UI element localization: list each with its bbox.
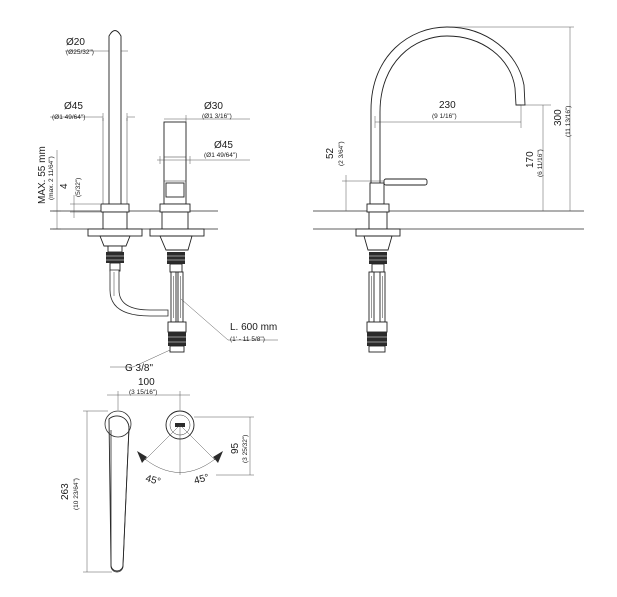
plan-length-label: 263 (60, 483, 71, 500)
lever-height-inch-label: (2 3/64") (338, 141, 345, 166)
handle-base-diameter-label: Ø45 (214, 140, 233, 151)
hose-length-leader (180, 298, 229, 341)
reach-label: 230 (439, 100, 456, 111)
total-height-label: 300 (553, 109, 564, 126)
right-angle-label: 45° (193, 472, 210, 487)
outlet-height-inch-label: (6 11/16") (537, 149, 544, 177)
plan-view: 100 (3 15/16") 263 (10 23/64") 95 (3 25/… (60, 377, 254, 573)
thread-leader (132, 349, 171, 368)
connecting-hose (109, 269, 169, 317)
hose-length-inch-label: (1' - 11 5/8") (230, 336, 265, 343)
outlet-height-label: 170 (525, 151, 536, 168)
rosette-height-inch-label: (5/32") (75, 178, 82, 197)
centers-inch-label: (3 15/16") (129, 389, 157, 396)
handle-base-diameter-inch-label: (Ø1 49/64") (204, 152, 237, 159)
rosette-height-label: 4 (59, 183, 70, 189)
reach-inch-label: (9 1/16") (432, 113, 457, 120)
plan-length-inch-label: (10 23/64") (73, 478, 80, 510)
lever-projection-label: 95 (230, 442, 241, 454)
lever-height-label: 52 (325, 147, 336, 159)
thread-label: G 3/8" (125, 363, 153, 374)
handle-diameter-label: Ø30 (204, 101, 223, 112)
spout-base-diameter-inch-label: (Ø1 49/64") (52, 114, 85, 121)
spout-base-diameter-label: Ø45 (64, 101, 83, 112)
centers-label: 100 (138, 377, 155, 388)
side-view: 230 (9 1/16") 300 (11 13/16") 170 (6 11/… (313, 26, 584, 353)
gooseneck-spout (370, 26, 526, 206)
spout-diameter-label: Ø20 (66, 37, 85, 48)
total-height-inch-label: (11 13/16") (565, 106, 572, 137)
deck-thickness-inch-label: (max. 2 11/64") (48, 156, 55, 200)
mixer-body (149, 121, 205, 353)
spout-column (87, 30, 143, 272)
hose-length-label: L. 600 mm (230, 322, 277, 333)
lever-projection-inch-label: (3 25/32") (242, 435, 249, 463)
lever-handle (383, 178, 428, 186)
handle-diameter-inch-label: (Ø1 3/16") (202, 113, 232, 120)
spout-diameter-inch-label: (Ø25/32") (66, 49, 94, 56)
left-angle-label: 45° (144, 473, 161, 488)
deck-thickness-label: MAX. 55 mm (37, 146, 48, 204)
front-view: Ø20 (Ø25/32") Ø45 (Ø1 49/64") Ø30 (Ø1 3/… (37, 30, 278, 374)
